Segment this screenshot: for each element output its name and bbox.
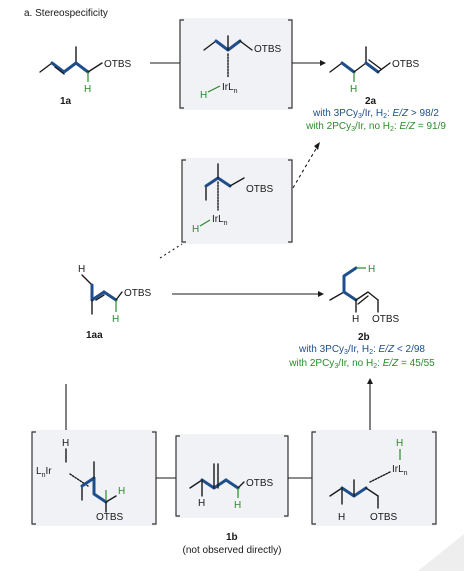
h-label: H (118, 486, 125, 497)
ir-label: IrLn (212, 214, 228, 227)
otbs-label: OTBS (392, 59, 420, 70)
molecule-1a: OTBS H (39, 46, 132, 95)
molecule-2b: H H OTBS (329, 264, 400, 325)
h-label: H (200, 90, 207, 101)
h-label: H (84, 84, 91, 95)
h-label: H (396, 438, 403, 449)
transition-state-box-1b: OTBS H H (175, 434, 289, 518)
h-label: H (338, 512, 345, 523)
compound-label-1b: 1b (226, 532, 238, 543)
transition-state-box-1: OTBS IrLn H (179, 18, 293, 110)
h-label: H (192, 224, 199, 235)
compound-label-2a: 2a (365, 96, 377, 107)
ir-label: LnIr (36, 466, 52, 479)
otbs-label: OTBS (124, 288, 152, 299)
h-label: H (350, 84, 357, 95)
condition-2a-hydrogen: with 3PCy3/Ir, H2: E/Z > 98/2 (312, 108, 439, 120)
h-label: H (62, 438, 69, 449)
molecule-2a: OTBS H (329, 46, 420, 95)
dashed-connector (159, 243, 183, 259)
otbs-label: OTBS (104, 59, 132, 70)
condition-2a-no-hydrogen: with 2PCy3/Ir, no H2: E/Z = 91/9 (305, 121, 446, 133)
compound-label-1aa: 1aa (86, 330, 103, 341)
h-label: H (352, 314, 359, 325)
h-label: H (198, 498, 205, 509)
transition-state-box-3: H LnIr H OTBS (31, 430, 157, 526)
h-label: H (368, 264, 375, 275)
otbs-label: OTBS (246, 478, 274, 489)
otbs-label: OTBS (96, 512, 124, 523)
otbs-label: OTBS (246, 184, 274, 195)
otbs-label: OTBS (370, 512, 398, 523)
compound-label-2b: 2b (358, 332, 370, 343)
molecule-1aa: H OTBS H (78, 264, 152, 325)
dashed-arrow (289, 141, 321, 194)
panel-title: a. Stereospecificity (24, 8, 108, 19)
h-label: H (112, 314, 119, 325)
compound-label-1a: 1a (60, 96, 72, 107)
h-label: H (78, 264, 85, 275)
ir-label: IrLn (392, 464, 408, 477)
watermark-shape (418, 534, 464, 571)
h-label: H (234, 500, 241, 511)
transition-state-box-4: H IrLn H OTBS (311, 430, 437, 526)
condition-2b-hydrogen: with 3PCy3/Ir, H2: E/Z < 2/98 (298, 344, 425, 356)
otbs-label: OTBS (254, 44, 282, 55)
compound-note-1b: (not observed directly) (183, 545, 282, 556)
otbs-label: OTBS (372, 314, 400, 325)
ir-label: IrLn (222, 82, 238, 95)
transition-state-box-2: OTBS IrLn H (181, 158, 293, 244)
condition-2b-no-hydrogen: with 2PCy3/Ir, no H2: E/Z = 45/55 (288, 358, 435, 370)
